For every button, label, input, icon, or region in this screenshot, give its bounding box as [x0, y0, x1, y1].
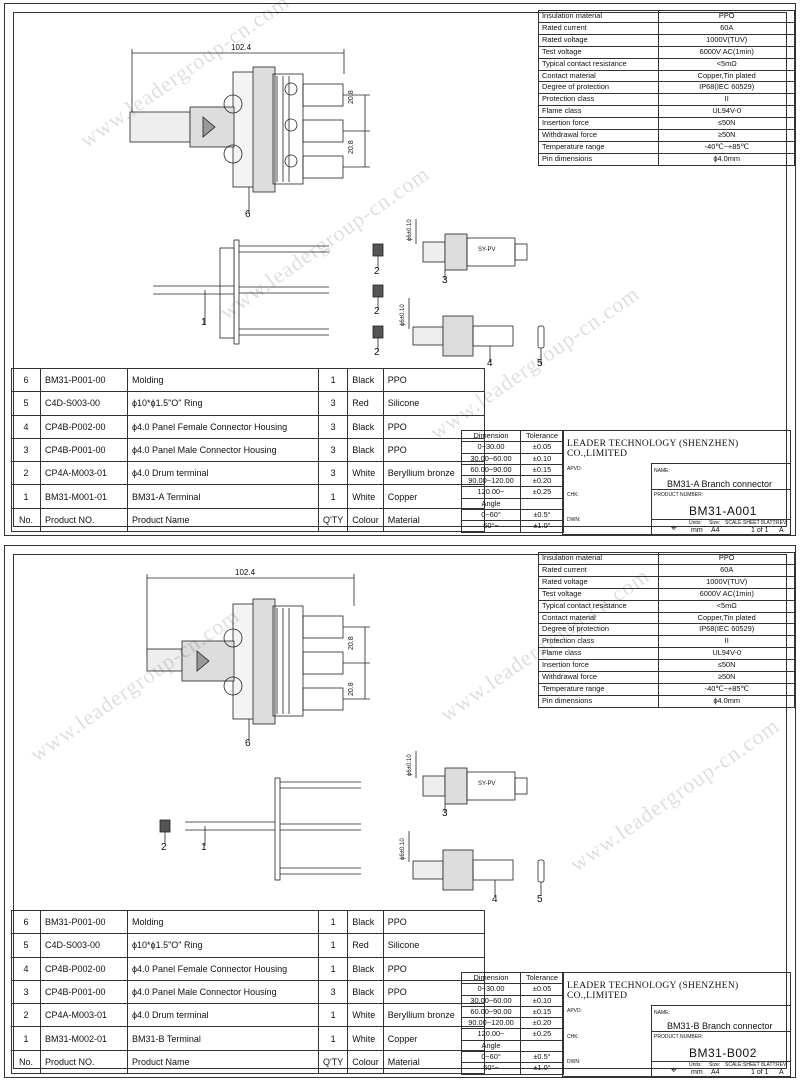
- technical-drawing-a: [129, 49, 545, 364]
- technical-drawing-b: [146, 574, 545, 896]
- title-block: LEADER TECHNOLOGY (SHENZHEN) CO.,LIMITED…: [562, 972, 791, 1077]
- spec-row: Typical contact resistance<5mΩ: [537, 57, 795, 71]
- dim-pin-diameter-2: ϕ6±0.10: [400, 838, 406, 860]
- callout-4: 4: [492, 894, 498, 905]
- connector-label: SY-PV: [478, 247, 496, 253]
- spec-row: Insertion force≤50N: [537, 659, 795, 673]
- spec-row: Typical contact resistance<5mΩ: [537, 599, 795, 613]
- callout-3: 3: [442, 808, 448, 819]
- spec-row: Temperature range-40℃~+85℃: [537, 682, 795, 696]
- dim-pin-diameter-2: ϕ6±0.10: [400, 304, 406, 326]
- callout-5: 5: [537, 358, 543, 369]
- spec-row: Insertion force≤50N: [537, 117, 795, 131]
- callout-4: 4: [487, 358, 493, 369]
- dim-pin-diameter-1: ϕ6±0.10: [407, 754, 413, 776]
- callout-2c: 2: [374, 347, 380, 358]
- callout-6: 6: [245, 209, 251, 220]
- dim-overall-length: 102.4: [235, 568, 256, 577]
- company-name: LEADER TECHNOLOGY (SHENZHEN) CO.,LIMITED: [567, 981, 739, 1001]
- callout-1: 1: [201, 842, 207, 853]
- dim-pitch-2: 20.8: [348, 140, 355, 154]
- product-number: BM31-B002: [689, 1046, 757, 1060]
- product-name: BM31-A Branch connector: [667, 479, 773, 489]
- drawing-sheet-a: 102.4 20.8 20.8 ϕ6±0.10 ϕ6±0.10 SY-PV 6 …: [4, 0, 796, 536]
- dim-pitch-1: 20.8: [348, 90, 355, 104]
- dim-overall-length: 102.4: [231, 43, 252, 52]
- dim-pitch-2: 20.8: [348, 682, 355, 696]
- spec-row: Temperature range-40℃~+85℃: [537, 140, 795, 154]
- callout-3: 3: [442, 275, 448, 286]
- company-name: LEADER TECHNOLOGY (SHENZHEN) CO.,LIMITED: [567, 439, 739, 459]
- title-block: LEADER TECHNOLOGY (SHENZHEN) CO.,LIMITED…: [562, 430, 791, 535]
- projection-symbol-icon: ⌖: [671, 523, 677, 534]
- callout-2b: 2: [374, 306, 380, 317]
- connector-label: SY-PV: [478, 781, 496, 787]
- callout-6: 6: [245, 738, 251, 749]
- product-number: BM31-A001: [689, 504, 757, 518]
- spec-row: Withdrawal force≥50N: [537, 671, 795, 684]
- callout-5: 5: [537, 894, 543, 905]
- callout-2: 2: [161, 842, 167, 853]
- dim-pitch-1: 20.8: [348, 636, 355, 650]
- projection-symbol-icon: ⌖: [671, 1065, 677, 1076]
- product-name: BM31-B Branch connector: [667, 1021, 773, 1031]
- callout-1: 1: [201, 317, 207, 328]
- dim-pin-diameter-1: ϕ6±0.10: [407, 219, 413, 241]
- spec-row: Withdrawal force≥50N: [537, 129, 795, 142]
- callout-2a: 2: [374, 266, 380, 277]
- drawing-sheet-b: 102.4 20.8 20.8 ϕ6±0.10 ϕ6±0.10 SY-PV 6 …: [4, 545, 796, 1078]
